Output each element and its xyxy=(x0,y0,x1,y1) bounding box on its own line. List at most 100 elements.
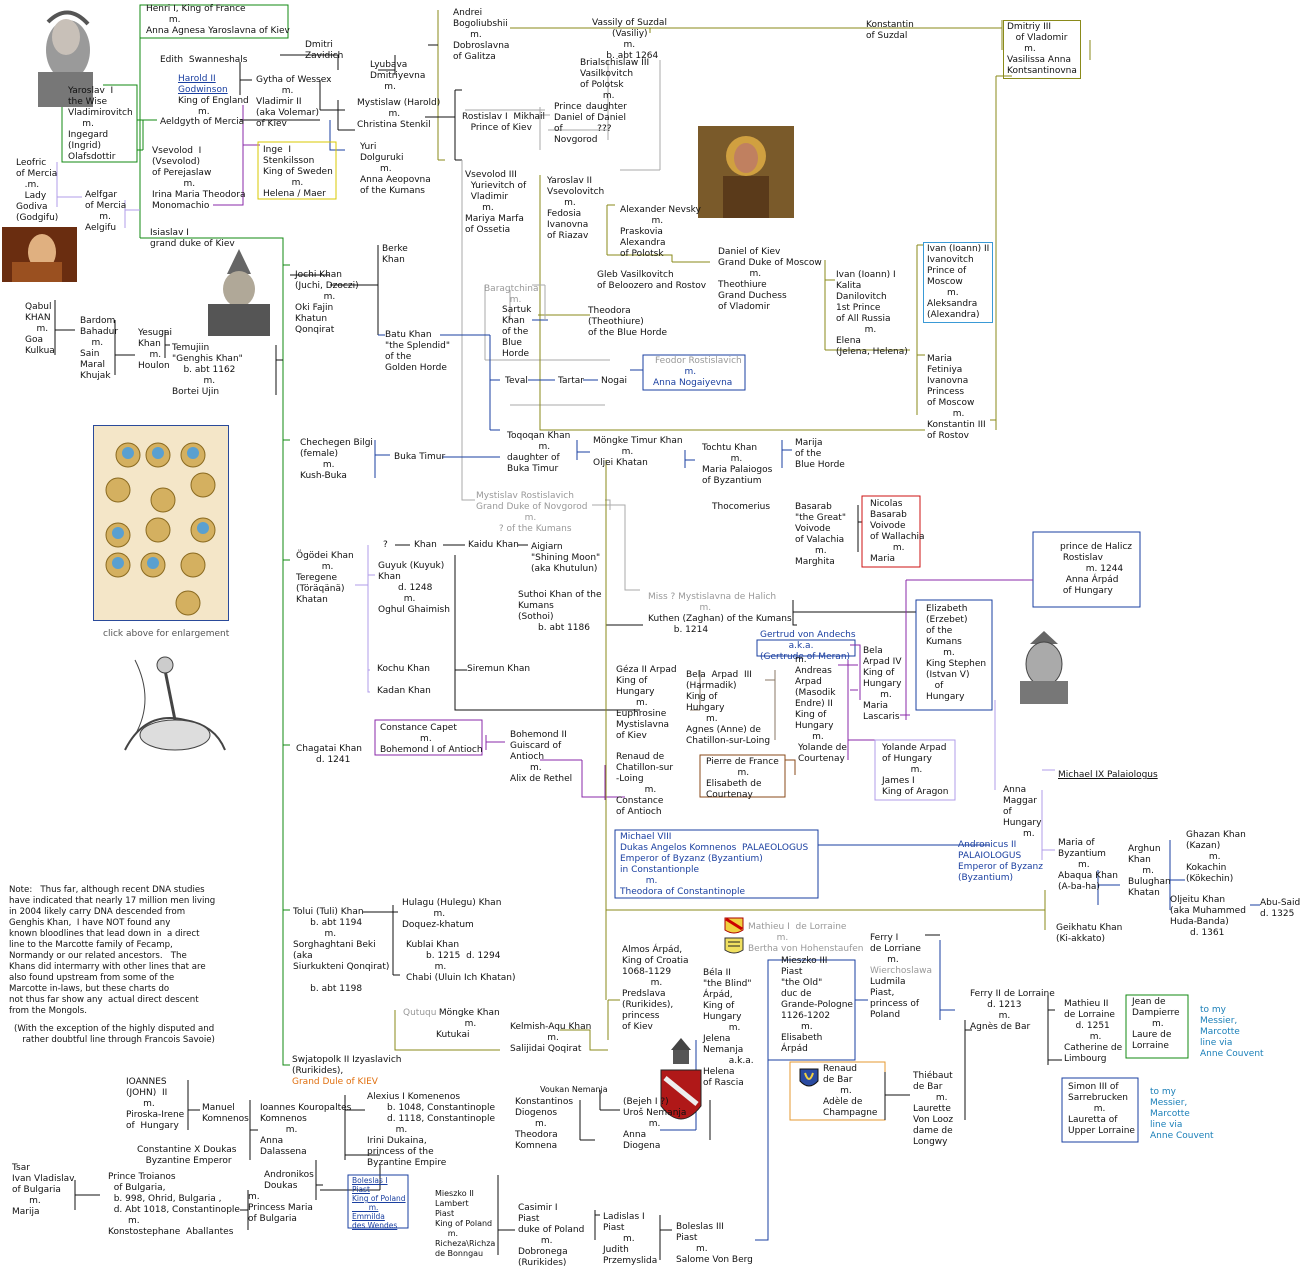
alexius-i-node[interactable]: Alexius I Komenenos b. 1048, Constantino… xyxy=(367,1092,496,1168)
swjatopolk-node[interactable]: Swjatopolk II Izyaslavich (Rurikides), xyxy=(292,1055,402,1076)
qutuqu-node[interactable]: Qutuqu xyxy=(403,1008,437,1018)
dmitri-node[interactable]: Dmitri Zavidich xyxy=(305,40,344,61)
alexander-nevsky-node[interactable]: Alexander Nevsky m. Praskovia Alexandra … xyxy=(620,205,701,259)
kadan-node[interactable]: Kadan Khan xyxy=(377,686,431,696)
jochi-node[interactable]: Jochi Khan (Juchi, Dzoczi) m. Oki Fajin … xyxy=(295,270,359,335)
ogodei-node[interactable]: Ögödei Khan m. Teregene (Töräqänä) Khata… xyxy=(296,551,354,605)
sartuk-node[interactable]: Sartuk Khan of the Blue Horde xyxy=(502,305,532,359)
pierre-de-france-node[interactable]: Pierre de France m. Elisabeth de Courten… xyxy=(706,757,779,800)
almos-arpad-node[interactable]: Almos Árpád, King of Croatia 1068-1129 m… xyxy=(622,945,689,1032)
harold-ii-node[interactable]: Harold II Godwinson xyxy=(178,74,228,95)
kublai-node[interactable]: Kublai Khan b. 1215 d. 1294 m. Chabi (Ul… xyxy=(406,940,516,983)
miss-mystislavna-node[interactable]: Miss ? Mystislavna de Halich m. xyxy=(648,592,777,613)
ioannes-kouropaltes-node[interactable]: Ioannes Kouropaltes Komnenos m. Anna Dal… xyxy=(260,1103,352,1157)
andronikos-node[interactable]: Andronikos Doukas xyxy=(264,1170,314,1191)
bela-iv-node[interactable]: Bela Arpad IV King of Hungary m. Maria L… xyxy=(863,646,902,722)
mongol-horse-archer-icon[interactable] xyxy=(105,640,235,770)
gleb-node[interactable]: Gleb Vasilkovitch of Beloozero and Rosto… xyxy=(597,270,707,291)
kelmish-aqu-node[interactable]: Kelmish-Aqu Khan m. Salijidai Qoqirat xyxy=(510,1022,592,1054)
dmitriy-iii-node[interactable]: Dmitriy III of Vladomir m. Vasilissa Ann… xyxy=(1003,20,1081,79)
aelfgar-node[interactable]: Aelfgar of Mercia m. Aelgifu xyxy=(85,190,127,233)
aeldgyth-node[interactable]: Aeldgyth of Mercia xyxy=(160,117,245,127)
manuel-node[interactable]: Manuel Komnenos xyxy=(202,1103,249,1124)
prince-daniel-node[interactable]: Prince Daniel of Novgorod xyxy=(554,102,598,145)
toqoqan-node[interactable]: Toqoqan Khan m. daughter of Buka Timur xyxy=(507,431,571,474)
chagatai-node[interactable]: Chagatai Khan d. 1241 xyxy=(296,744,362,765)
ivan-i-node[interactable]: Ivan (Ioann) I Kalita Danilovitch 1st Pr… xyxy=(836,270,908,357)
teval-node[interactable]: Teval xyxy=(505,376,528,386)
vsevolod-iii-node[interactable]: Vsevolod III Yurievitch of Vladimir m. M… xyxy=(465,170,527,235)
vsevolod-i-node[interactable]: Vsevolod I (Vsevolod) of Perejaslaw m. I… xyxy=(152,146,246,211)
edith-node[interactable]: Edith Swanneshals xyxy=(160,55,248,65)
thiebaut-node[interactable]: Thiébaut de Bar m. Laurette Von Looz dam… xyxy=(913,1071,954,1147)
painting-lady-godiva-icon[interactable] xyxy=(2,227,77,282)
genghis-family-chart-icon[interactable] xyxy=(93,425,229,621)
daniel-kiev-node[interactable]: Daniel of Kiev Grand Duke of Moscow m. T… xyxy=(718,247,822,312)
tartar-node[interactable]: Tartar xyxy=(558,376,584,386)
renaud-chatillon-node[interactable]: Renaud de Chatillon-sur -Loing m. Consta… xyxy=(616,752,674,817)
baragtchina-node[interactable]: Baragtchina m. xyxy=(484,284,539,305)
yaroslav-i-node[interactable]: Yaroslav I the Wise Vladimirovitch m. In… xyxy=(68,86,133,162)
bela-iii-node[interactable]: Bela Arpad III (Harmadik) King of Hungar… xyxy=(686,670,771,746)
berke-node[interactable]: Berke Khan xyxy=(382,244,408,265)
michael-ix-node[interactable]: Michael IX Palaiologus xyxy=(1058,770,1158,780)
ivan-ii-node[interactable]: Ivan (Ioann) II Ivanovitch Prince of Mos… xyxy=(923,242,994,323)
temujin-node[interactable]: Temujiin "Genghis Khan" b. abt 1162 m. B… xyxy=(172,343,243,397)
ioannes-ii-node[interactable]: IOANNES (JOHN) II m. Piroska-Irene of Hu… xyxy=(126,1077,185,1131)
elizabeth-node[interactable]: Elizabeth (Erzebet) of the Kumans m. Kin… xyxy=(926,604,987,702)
ferry-i-node[interactable]: Ferry I de Lorriane m. xyxy=(870,933,921,965)
kuthen-node[interactable]: Kuthen (Zaghan) of the Kumans b. 1214 xyxy=(648,614,792,635)
batu-node[interactable]: Batu Khan "the Splendid" of the Golden H… xyxy=(385,330,451,373)
suthoi-node[interactable]: Suthoi Khan of the Kumans (Sothoi) b. ab… xyxy=(518,590,602,633)
boleslas-iii-node[interactable]: Boleslas III Piast m. Salome Von Berg xyxy=(676,1222,753,1265)
gytha-node[interactable]: Gytha of Wessex m. Vladimir II (aka Vole… xyxy=(256,75,332,129)
troianos-node[interactable]: Prince Troianos of Bulgaria, b. 998, Ohr… xyxy=(108,1172,240,1237)
serbian-coat-of-arms-icon[interactable] xyxy=(655,1036,707,1132)
maria-byzantium-node[interactable]: Maria of Byzantium m. Abaqua Khan (A-ba-… xyxy=(1058,838,1119,892)
abu-said-node[interactable]: Abu-Said d. 1325 xyxy=(1260,898,1300,919)
simon-iii-node[interactable]: Simon III of Sarrebrucken m. Lauretta of… xyxy=(1068,1082,1135,1136)
marija-blue-horde-node[interactable]: Marija of the Blue Horde xyxy=(795,438,845,470)
mongol-warrior-icon[interactable] xyxy=(196,244,282,336)
yolande-arpad-node[interactable]: Yolande Arpad of Hungary m. James I King… xyxy=(882,743,949,797)
click-enlarge-caption[interactable]: click above for enlargement xyxy=(103,629,230,639)
tochtu-node[interactable]: Tochtu Khan m. Maria Palaiogos of Byzant… xyxy=(702,443,773,486)
yolande-courtenay-node[interactable]: Yolande de Courtenay xyxy=(798,743,847,764)
unknown-khan-node[interactable]: ? xyxy=(383,540,388,550)
yaroslav-ii-node[interactable]: Yaroslav II Vsevolovitch m. Fedosia Ivan… xyxy=(547,176,605,241)
buka-timur-node[interactable]: Buka Timur xyxy=(394,452,446,462)
kochu-node[interactable]: Kochu Khan xyxy=(377,664,431,674)
renaud-de-bar-node[interactable]: Renaud de Bar m. Adèle de Champagne xyxy=(823,1064,878,1118)
mongke-timur-node[interactable]: Möngke Timur Khan m. Oljei Khatan xyxy=(593,436,683,468)
mystislav-rostislavich-node[interactable]: Mystislav Rostislavich Grand Duke of Nov… xyxy=(476,491,588,534)
feodor-node[interactable]: Feodor Rostislavich xyxy=(655,356,742,366)
prince-halicz-node[interactable]: prince de Halicz Rostislav m. 1244 Anna … xyxy=(1060,542,1133,596)
ludmila-node[interactable]: Ludmila Piast, princess of Poland xyxy=(870,977,920,1020)
andronicus-ii-node[interactable]: Andronicus II PALAIOLOGUS Emperor of Byz… xyxy=(958,840,1043,883)
constantine-x-node[interactable]: Constantine X Doukas Byzantine Emperor xyxy=(137,1145,237,1166)
oljeitu-node[interactable]: Oljeitu Khan (aka Muhammed Huda-Banda) d… xyxy=(1170,895,1246,938)
ghazan-node[interactable]: Ghazan Khan (Kazan) m. Kokachin (Kökechi… xyxy=(1186,830,1246,884)
rostislav-i-node[interactable]: Rostislav I Mikhail Prince of Kiev xyxy=(462,112,546,133)
lyubava-node[interactable]: Lyubava Dmitriyevna m. xyxy=(370,60,426,92)
jean-dampierre-node[interactable]: Jean de Dampierre m. Laure de Lorraine xyxy=(1132,997,1180,1051)
mieszko-iii-node[interactable]: Mieszko III Piast "the Old" duc de Grand… xyxy=(781,956,853,1054)
casimir-i-node[interactable]: Casimir I Piast duke of Poland m. Dobron… xyxy=(518,1203,585,1268)
king-stephen-portrait-icon[interactable] xyxy=(1005,626,1083,704)
thocomerius-node[interactable]: Thocomerius xyxy=(712,502,771,512)
andreas-ii-node[interactable]: m. Andreas Arpad (Masodik Endre) II King… xyxy=(795,655,836,742)
mieszko-ii-node[interactable]: Mieszko II Lambert Piast King of Poland … xyxy=(435,1189,496,1258)
nogai-node[interactable]: Nogai xyxy=(601,376,627,386)
princess-maria-node[interactable]: m. Princess Maria of Bulgaria xyxy=(248,1192,313,1224)
ferry-ii-node[interactable]: Ferry II de Lorraine d. 1213 m. Agnès de… xyxy=(970,989,1055,1032)
anna-maggar-node[interactable]: Anna Maggar of Hungary m. xyxy=(1003,785,1042,839)
siremun-node[interactable]: Siremun Khan xyxy=(467,664,531,674)
andrei-node[interactable]: Andrei Bogoliubshii m. Dobroslavna of Ga… xyxy=(453,8,510,62)
aigiarn-node[interactable]: Aigiarn "Shining Moon" (aka Khutulun) xyxy=(531,542,601,574)
portrait-engraving-icon[interactable] xyxy=(28,2,103,107)
chechegen-node[interactable]: Chechegen Bilgi (female) m. Kush-Buka xyxy=(300,438,373,481)
mystislav-harold-node[interactable]: Mystislaw (Harold) m. Christina Stenkil xyxy=(357,98,441,130)
uros-nemanja-node[interactable]: (Bejeh I ?) Uroš Nemanja m. Anna Diogena xyxy=(623,1097,687,1151)
mathieu-ii-node[interactable]: Mathieu II de Lorraine d. 1251 m. Cather… xyxy=(1064,999,1123,1064)
geza-ii-node[interactable]: Géza II Arpad King of Hungary m. Euphros… xyxy=(616,665,677,741)
